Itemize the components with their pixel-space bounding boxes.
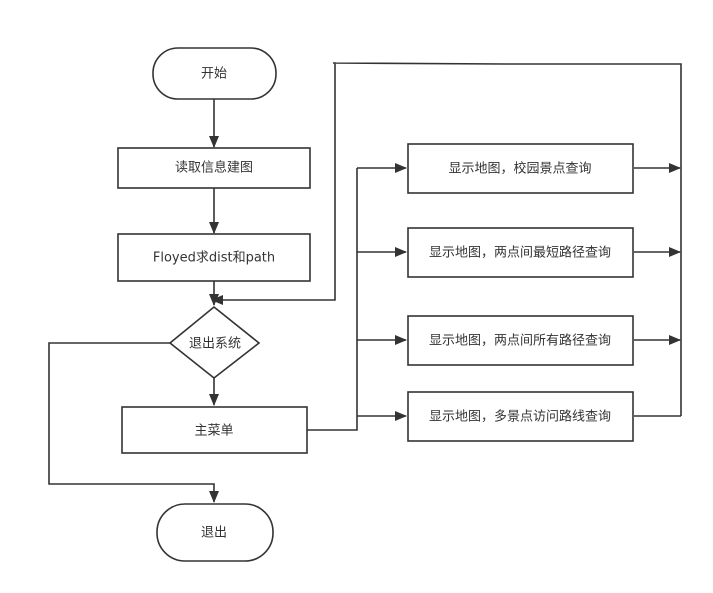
start-label: 开始 (201, 67, 227, 82)
option-1-label: 显示地图，校园景点查询 (448, 161, 591, 177)
main-menu-label: 主菜单 (194, 424, 233, 439)
edge-return-loop (211, 62, 682, 416)
edge-menu-to-bus (307, 168, 358, 431)
floyd-node: Floyed求dist和path (117, 233, 311, 282)
option-2-node: 显示地图，两点间最短路径查询 (407, 227, 634, 278)
edges (48, 62, 682, 503)
option-2-label: 显示地图，两点间最短路径查询 (429, 245, 611, 261)
main-menu-node: 主菜单 (121, 406, 308, 454)
read-info-label: 读取信息建图 (175, 160, 253, 176)
option-4-node: 显示地图，多景点访问路线查询 (407, 391, 634, 442)
start-node: 开始 (152, 47, 277, 100)
exit-node: 退出 (156, 503, 274, 562)
option-3-label: 显示地图，两点间所有路径查询 (429, 333, 611, 349)
exit-decision-node: 退出系统 (168, 305, 261, 380)
floyd-label: Floyed求dist和path (153, 251, 275, 266)
exit-decision-label: 退出系统 (189, 337, 241, 352)
edge-decision-to-exit (48, 342, 219, 503)
read-info-node: 读取信息建图 (117, 147, 311, 189)
option-4-label: 显示地图，多景点访问路线查询 (429, 409, 611, 425)
exit-label: 退出 (201, 526, 227, 541)
option-3-node: 显示地图，两点间所有路径查询 (407, 315, 634, 366)
option-1-node: 显示地图，校园景点查询 (407, 143, 634, 194)
